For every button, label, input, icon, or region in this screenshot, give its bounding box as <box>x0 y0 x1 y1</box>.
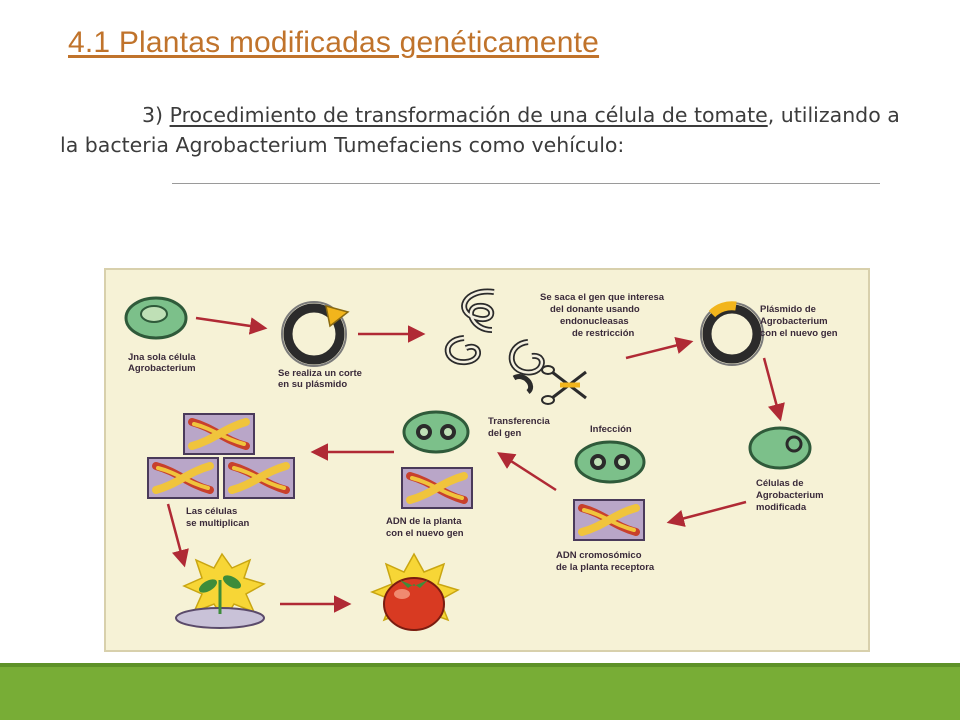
modified-agrobacterium-cell <box>748 426 812 470</box>
intro-paragraph: 3) Procedimiento de transformación de un… <box>60 100 900 160</box>
donor-dna <box>444 288 545 394</box>
arrow-1 <box>195 316 268 335</box>
infection-cell <box>574 440 646 484</box>
arrow-6 <box>497 452 557 492</box>
arrow-8 <box>166 503 189 568</box>
arrow-4 <box>762 357 785 422</box>
recipient-chromosome <box>574 500 644 540</box>
plant-chromosome-new-gene <box>402 468 472 508</box>
label-step6: Infección <box>590 424 632 435</box>
multiplied-chromosome-top <box>184 414 254 454</box>
multiplied-chromosome-left <box>148 458 218 498</box>
multiplied-chromosome-right <box>224 458 294 498</box>
agrobacterium-cell <box>124 296 188 340</box>
footer-bar <box>0 667 960 720</box>
title-rule <box>172 183 880 184</box>
plantlet-burst <box>175 552 266 629</box>
arrow-5 <box>666 500 747 527</box>
transfer-cell <box>402 410 470 454</box>
tomato <box>383 577 445 631</box>
intro-rest: , utilizando a la bacteria Agrobacterium… <box>60 103 900 157</box>
footer-accent-line <box>0 663 960 667</box>
restriction-scissors <box>541 365 587 405</box>
recombinant-plasmid <box>700 301 764 366</box>
slide-title: 4.1 Plantas modificadas genéticamente <box>68 26 600 59</box>
cut-plasmid <box>281 301 350 367</box>
intro-prefix: 3) <box>142 103 170 127</box>
arrow-3 <box>625 336 694 360</box>
intro-underlined: Procedimiento de transformación de una c… <box>169 103 768 127</box>
